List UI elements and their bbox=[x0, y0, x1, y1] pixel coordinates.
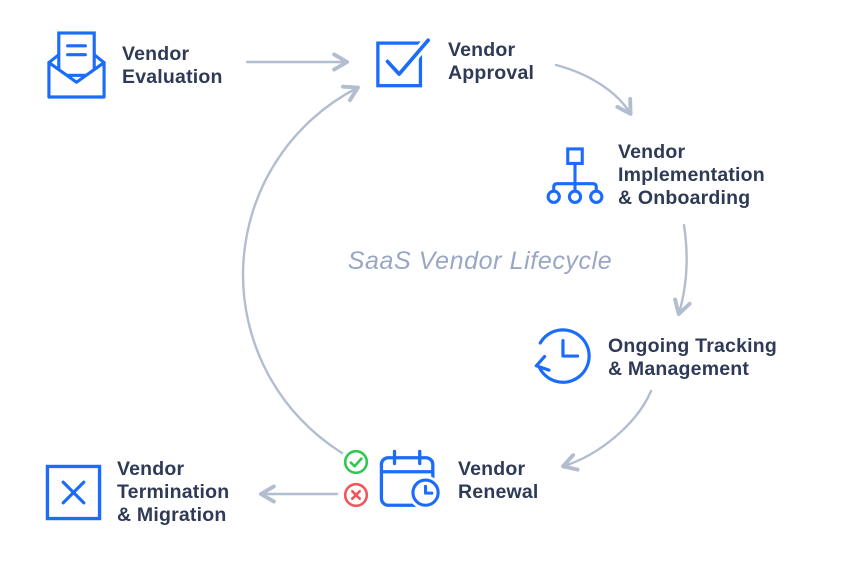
label-line: Renewal bbox=[458, 481, 539, 503]
label-line: & Management bbox=[608, 358, 750, 380]
label-line: Approval bbox=[448, 61, 535, 84]
edge-renewal-to-approval-arc bbox=[241, 84, 360, 455]
clock-history-icon bbox=[530, 326, 594, 390]
calendar-clock-icon bbox=[378, 449, 444, 513]
x-square-icon bbox=[44, 463, 103, 522]
label-line: Vendor bbox=[448, 38, 516, 61]
org-chart-icon bbox=[546, 146, 604, 206]
renewal-decision-badges bbox=[343, 449, 369, 513]
check-circle-icon bbox=[343, 449, 369, 480]
label-line: Implementation bbox=[618, 164, 765, 186]
node-label-approval: Vendor Approval bbox=[448, 39, 534, 85]
envelope-icon bbox=[45, 30, 108, 101]
node-label-implementation: Vendor Implementation & Onboarding bbox=[618, 141, 765, 210]
checkbox-check-icon bbox=[374, 33, 434, 90]
label-line: & Onboarding bbox=[618, 187, 751, 209]
x-circle-icon bbox=[343, 482, 369, 513]
node-vendor-renewal: Vendor Renewal bbox=[343, 449, 539, 513]
label-line: Termination bbox=[117, 481, 230, 503]
node-vendor-evaluation: Vendor Evaluation bbox=[45, 30, 223, 101]
node-vendor-termination: Vendor Termination & Migration bbox=[44, 458, 229, 527]
node-ongoing-tracking: Ongoing Tracking & Management bbox=[530, 326, 777, 390]
node-label-termination: Vendor Termination & Migration bbox=[117, 458, 229, 527]
node-label-renewal: Vendor Renewal bbox=[458, 458, 539, 504]
node-label-tracking: Ongoing Tracking & Management bbox=[608, 335, 777, 381]
edge-approval-to-implementation bbox=[554, 63, 633, 116]
label-line: & Migration bbox=[117, 504, 227, 526]
label-line: Evaluation bbox=[122, 65, 223, 88]
diagram-title: SaaS Vendor Lifecycle bbox=[347, 247, 613, 275]
label-line: Vendor bbox=[458, 458, 526, 480]
label-line: Ongoing Tracking bbox=[608, 335, 777, 357]
node-vendor-approval: Vendor Approval bbox=[374, 33, 534, 90]
node-vendor-implementation: Vendor Implementation & Onboarding bbox=[546, 141, 765, 210]
node-label-evaluation: Vendor Evaluation bbox=[122, 43, 223, 89]
label-line: Vendor bbox=[122, 42, 190, 65]
label-line: Vendor bbox=[117, 458, 185, 480]
edge-implementation-to-tracking bbox=[673, 223, 692, 316]
edge-tracking-to-renewal bbox=[561, 389, 653, 472]
label-line: Vendor bbox=[618, 141, 686, 163]
